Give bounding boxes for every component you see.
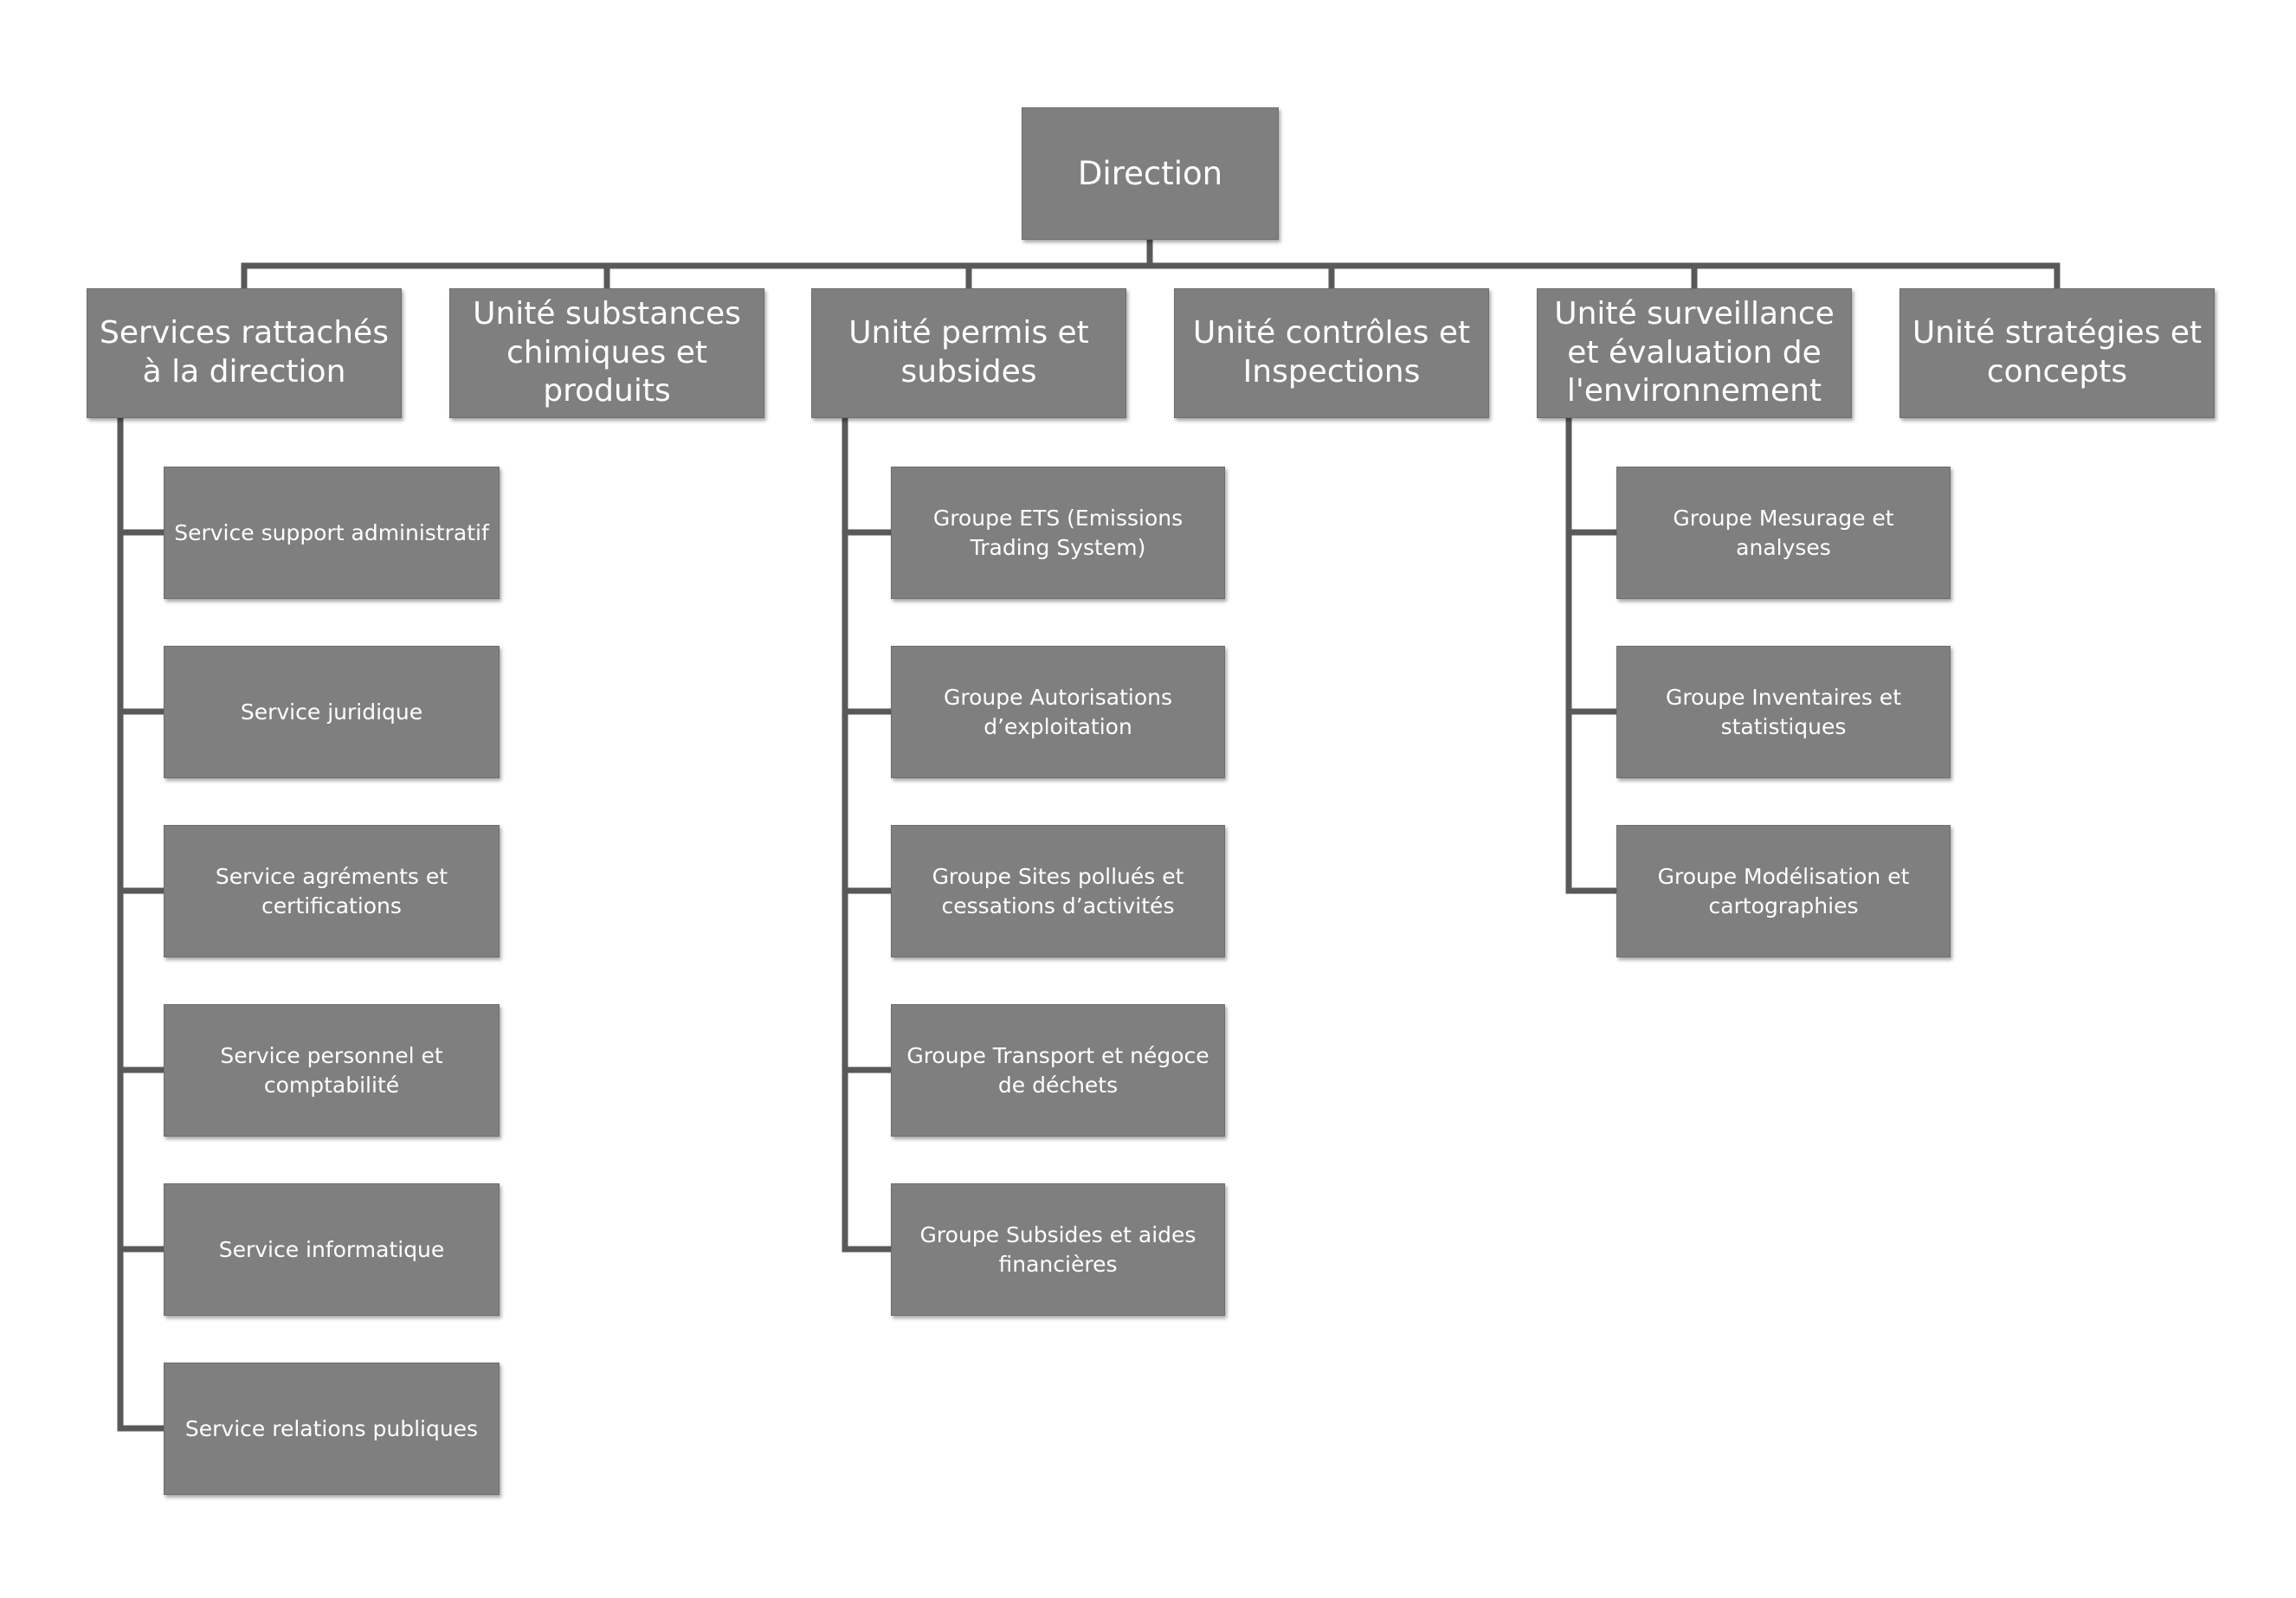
child-label: Groupe Sites pollués et cessations d’act…	[932, 863, 1184, 918]
child-groupe-sites-pollues: Groupe Sites pollués et cessations d’act…	[891, 825, 1225, 957]
unit-label: Unité substances chimiques et produits	[473, 296, 741, 409]
child-groupe-inventaires: Groupe Inventaires et statistiques	[1616, 646, 1951, 778]
unit-permis-subsides: Unité permis et subsides	[811, 288, 1126, 418]
child-label: Groupe Modélisation et cartographies	[1657, 863, 1910, 918]
unit-label: Unité stratégies et concepts	[1912, 315, 2202, 390]
child-label: Service informatique	[218, 1236, 445, 1262]
unit-label: Unité contrôles et Inspections	[1192, 315, 1471, 390]
child-groupe-autorisations: Groupe Autorisations d’exploitation	[891, 646, 1225, 778]
unit-strategies-concepts: Unité stratégies et concepts	[1899, 288, 2215, 418]
node-direction: Direction	[1022, 107, 1279, 240]
child-service-support-administratif: Service support administratif	[164, 467, 500, 599]
child-label: Groupe Subsides et aides financières	[919, 1221, 1196, 1277]
unit-label: Services rattachés à la direction	[100, 315, 389, 390]
child-groupe-ets: Groupe ETS (Emissions Trading System)	[891, 467, 1225, 599]
child-service-agrements: Service agréments et certifications	[164, 825, 500, 957]
unit-surveillance-evaluation: Unité surveillance et évaluation de l'en…	[1537, 288, 1852, 418]
unit-label: Unité permis et subsides	[848, 315, 1089, 390]
child-label: Service personnel et comptabilité	[220, 1042, 443, 1098]
child-groupe-mesurage: Groupe Mesurage et analyses	[1616, 467, 1951, 599]
child-label: Groupe Autorisations d’exploitation	[944, 684, 1172, 739]
unit-label: Unité surveillance et évaluation de l'en…	[1554, 296, 1835, 409]
child-label: Groupe Inventaires et statistiques	[1665, 684, 1901, 739]
child-groupe-transport: Groupe Transport et négoce de déchets	[891, 1004, 1225, 1137]
unit-substances-chimiques: Unité substances chimiques et produits	[449, 288, 764, 418]
child-label: Groupe Transport et négoce de déchets	[906, 1042, 1209, 1098]
child-groupe-modelisation: Groupe Modélisation et cartographies	[1616, 825, 1951, 957]
child-service-relations-publiques: Service relations publiques	[164, 1363, 500, 1495]
child-service-informatique: Service informatique	[164, 1183, 500, 1316]
child-label: Service juridique	[240, 699, 423, 725]
unit-services-rattaches: Services rattachés à la direction	[87, 288, 402, 418]
node-direction-label: Direction	[1077, 155, 1223, 192]
child-label: Service relations publiques	[184, 1415, 479, 1441]
child-label: Groupe Mesurage et analyses	[1673, 505, 1894, 560]
child-label: Groupe ETS (Emissions Trading System)	[932, 505, 1183, 560]
child-label: Service agréments et certifications	[215, 863, 448, 918]
unit-controles-inspections: Unité contrôles et Inspections	[1174, 288, 1489, 418]
child-service-personnel: Service personnel et comptabilité	[164, 1004, 500, 1137]
child-service-juridique: Service juridique	[164, 646, 500, 778]
child-label: Service support administratif	[174, 519, 489, 545]
child-groupe-subsides: Groupe Subsides et aides financières	[891, 1183, 1225, 1316]
